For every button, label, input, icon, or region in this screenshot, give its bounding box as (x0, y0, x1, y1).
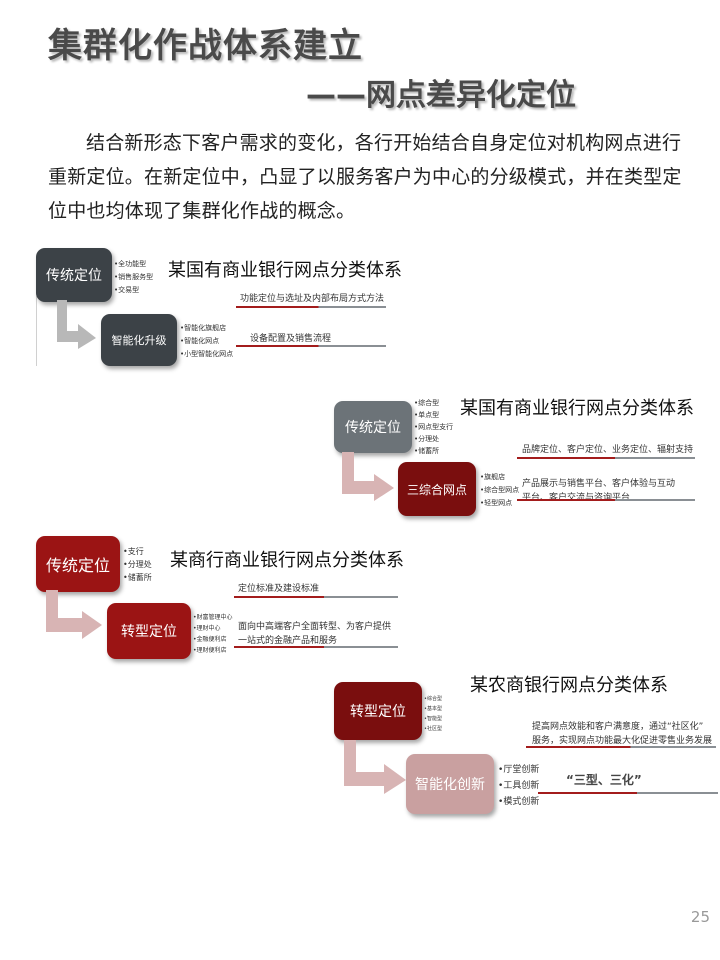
traditional-positioning-box: 传统定位 (334, 401, 412, 453)
flow-arrow (344, 740, 406, 794)
note-brand-positioning: 品牌定位、客户定位、业务定位、辐射支持 (522, 445, 694, 455)
page-title: 集群化作战体系建立 (48, 26, 363, 66)
bullet-item: 支行 (123, 545, 152, 558)
intro-paragraph: 结合新形态下客户需求的变化，各行开始结合自身定位对机构网点进行重新定位。在新定位… (48, 132, 682, 222)
bullet-item: 基本型 (424, 704, 442, 714)
bullet-item: 社区型 (424, 724, 442, 734)
three-integrated-outlet-box: 三综合网点 (398, 462, 476, 516)
bullet-item: 销售服务型 (114, 271, 153, 284)
bullet-item: 工具创新 (498, 778, 539, 794)
bullet-item: 综合型 (414, 397, 453, 409)
note-underline (236, 306, 386, 308)
top-bullet-list: 全功能型 销售服务型 交易型 (114, 258, 153, 297)
bottom-bullet-list: 旗舰店 综合型网点 轻型网点 (480, 471, 519, 510)
bullet-item: 储蓄所 (123, 571, 152, 584)
intelligent-innovation-box: 智能化创新 (406, 754, 494, 814)
top-bullet-list: 综合型 单点型 网点型支行 分理处 储蓄所 (414, 397, 453, 457)
note-underline (517, 499, 695, 501)
bullet-item: 网点型支行 (414, 421, 453, 433)
left-edge-line (36, 296, 37, 366)
bullet-item: 智能型 (424, 714, 442, 724)
bullet-item: 金融便利店 (193, 634, 233, 645)
bullet-item: 综合型网点 (480, 484, 519, 497)
traditional-positioning-box: 传统定位 (36, 248, 112, 302)
bullet-item: 分理处 (123, 558, 152, 571)
note-equipment: 设备配置及销售流程 (250, 334, 332, 344)
note-three-types: “三型、三化” (566, 773, 642, 787)
note-line: 提高网点效能和客户满意度，通过“社区化” (532, 722, 704, 732)
note-line: 一站式的金融产品和服务 (238, 636, 338, 646)
note-function-positioning: 功能定位与选址及内部布局方式方法 (240, 294, 385, 304)
transformation-positioning-box: 转型定位 (334, 682, 422, 740)
bullet-item: 轻型网点 (480, 497, 519, 510)
note-high-end-clients: 面向中高端客户全面转型、为客户提供 一站式的金融产品和服务 (238, 620, 391, 648)
bottom-bullet-list: 厅堂创新 工具创新 模式创新 (498, 762, 539, 810)
note-underline (538, 792, 718, 794)
flow-arrow (342, 452, 394, 501)
bullet-item: 理财中心 (193, 623, 233, 634)
bullet-item: 智能化网点 (180, 335, 233, 348)
bullet-item: 储蓄所 (414, 445, 453, 457)
diagram-caption: 某国有商业银行网点分类体系 (168, 260, 402, 281)
note-community-service: 提高网点效能和客户满意度，通过“社区化” 服务，实现网点功能最大化促进零售业务发… (532, 720, 712, 748)
bullet-item: 全功能型 (114, 258, 153, 271)
bottom-bullet-list: 智能化旗舰店 智能化网点 小型智能化网点 (180, 322, 233, 361)
top-bullet-list: 支行 分理处 储蓄所 (123, 545, 152, 584)
transformation-positioning-box: 转型定位 (107, 603, 191, 659)
diagram-caption: 某国有商业银行网点分类体系 (460, 398, 694, 419)
bullet-item: 理财便利店 (193, 645, 233, 656)
note-product-platform: 产品展示与销售平台、客户体验与互动 平台、客户交流与咨询平台 (522, 477, 675, 505)
flow-arrow (57, 300, 96, 349)
bullet-item: 旗舰店 (480, 471, 519, 484)
bullet-item: 综合型 (424, 694, 442, 704)
top-bullet-list: 综合型 基本型 智能型 社区型 (424, 694, 442, 734)
note-line: 面向中高端客户全面转型、为客户提供 (238, 622, 392, 632)
note-underline (234, 646, 398, 648)
note-line: 产品展示与销售平台、客户体验与互动 (522, 479, 676, 489)
bullet-item: 智能化旗舰店 (180, 322, 233, 335)
note-underline (234, 596, 398, 598)
note-line: 平台、客户交流与咨询平台 (522, 493, 631, 503)
bullet-item: 财富管理中心 (193, 612, 233, 623)
bullet-item: 厅堂创新 (498, 762, 539, 778)
flow-arrow (46, 590, 102, 639)
note-underline (236, 345, 386, 347)
traditional-positioning-box: 传统定位 (36, 536, 120, 592)
bullet-item: 分理处 (414, 433, 453, 445)
note-underline (517, 457, 695, 459)
page-number: 25 (690, 908, 710, 926)
note-underline (526, 746, 716, 748)
bullet-item: 模式创新 (498, 794, 539, 810)
bottom-bullet-list: 财富管理中心 理财中心 金融便利店 理财便利店 (193, 612, 233, 656)
diagram-caption: 某商行商业银行网点分类体系 (170, 550, 404, 571)
page-subtitle: ——网点差异化定位 (306, 78, 576, 113)
bullet-item: 交易型 (114, 284, 153, 297)
note-line: 服务，实现网点功能最大化促进零售业务发展 (532, 736, 713, 746)
bullet-item: 单点型 (414, 409, 453, 421)
note-standards: 定位标准及建设标准 (238, 584, 320, 594)
diagram-caption: 某农商银行网点分类体系 (470, 675, 668, 696)
bullet-item: 小型智能化网点 (180, 348, 233, 361)
intelligent-upgrade-box: 智能化升级 (101, 314, 177, 366)
